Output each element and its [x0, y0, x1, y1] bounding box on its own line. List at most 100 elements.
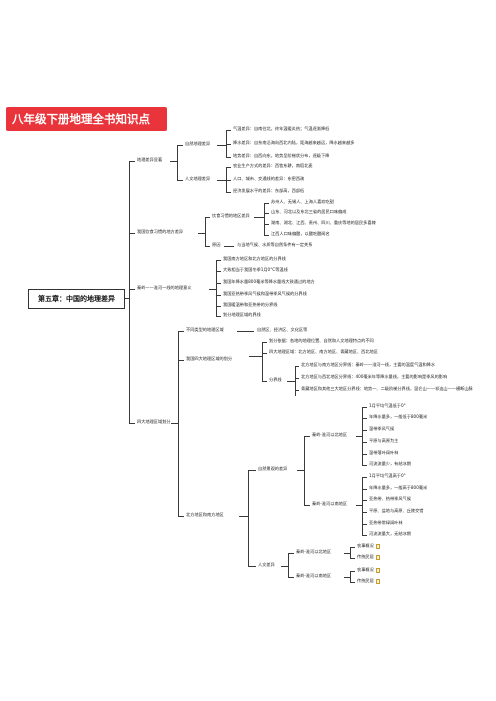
leaf: 降水差异：自东南沿海向西北内陆，距海越来越远，降水越来越多 — [233, 140, 355, 145]
connector — [226, 130, 231, 131]
connector — [170, 161, 177, 162]
connector — [281, 566, 288, 567]
connector — [295, 378, 299, 379]
connector — [262, 353, 267, 354]
connector — [129, 161, 130, 423]
mindmap-root: 第五章：中国的地理差异 — [28, 289, 125, 309]
connector — [129, 423, 135, 424]
connector — [249, 356, 262, 357]
leaf: 与当地气候、水质等自然条件有一定关系 — [237, 242, 313, 247]
leaf: 年降水量多，一般高于800毫米 — [369, 485, 428, 490]
connector — [295, 390, 299, 391]
connector — [248, 470, 256, 471]
leaf: 温带季风气候 — [369, 426, 395, 431]
leaf: 苏州人、无锡人、上海人喜欢吃甜 — [271, 199, 334, 204]
connector — [205, 217, 210, 218]
node-four-region-division: 我国四大地理区域的划分 — [186, 356, 233, 361]
connector — [362, 442, 367, 443]
leaf-label: 传统民居 — [357, 578, 374, 583]
connector — [262, 356, 263, 382]
connector — [350, 547, 351, 559]
connector — [362, 418, 367, 419]
connector — [129, 161, 135, 162]
connector — [350, 558, 355, 559]
connector — [264, 203, 265, 236]
connector — [264, 235, 269, 236]
connector — [239, 516, 248, 517]
node-natural-landscape: 自然景观的差异 — [258, 466, 288, 471]
connector — [216, 306, 221, 307]
node-boundary: 分界线 — [269, 377, 282, 382]
connector — [287, 381, 295, 382]
connector — [295, 366, 296, 396]
leaf: 我国亚热带季风气候和温带季风气候的分界线 — [223, 291, 307, 296]
leaf: 1月平均气温低于0° — [369, 403, 406, 408]
connector — [288, 577, 294, 578]
connector — [224, 246, 234, 247]
connector — [254, 217, 264, 218]
connector — [288, 553, 294, 554]
node-north-south: 北方地区和南方地区 — [186, 512, 224, 517]
connector — [178, 516, 184, 517]
node-south-human: 秦岭-淮河以南地区 — [296, 573, 332, 578]
connector — [129, 289, 135, 290]
connector — [216, 283, 221, 284]
document-icon — [375, 567, 380, 573]
leaf: 平原与高原为主 — [369, 438, 399, 443]
connector — [129, 233, 135, 234]
connector — [362, 407, 363, 466]
connector — [177, 145, 183, 146]
connector — [216, 271, 221, 272]
branch-geo-difference: 地理差异显著 — [137, 157, 163, 162]
connector — [226, 144, 231, 145]
document-icon — [375, 543, 380, 549]
connector — [216, 260, 217, 317]
page-title: 八年级下册地理全书知识点 — [6, 107, 167, 131]
leaf-farming: 农事概况 — [356, 567, 381, 573]
connector — [262, 381, 267, 382]
connector — [362, 524, 367, 525]
connector — [304, 436, 310, 437]
connector — [362, 477, 367, 478]
leaf: 河流流量少，有结冰期 — [369, 461, 411, 466]
connector — [362, 512, 367, 513]
node-south-region: 秦岭-淮河以南地区 — [312, 501, 348, 506]
leaf: 农业生产方式的差异：西牧东耕，南稻北麦 — [233, 163, 313, 168]
leaf: 亚热带、热带季风气候 — [369, 496, 411, 501]
connector — [262, 342, 267, 343]
leaf: 北方地区与南方地区分界线：秦岭——淮河一线，主要的温度气温和降水 — [301, 362, 436, 367]
connector — [178, 360, 184, 361]
leaf: 亚热带常绿阔叶林 — [369, 520, 403, 525]
connector — [125, 298, 129, 299]
document-icon — [375, 578, 380, 584]
connector — [216, 316, 221, 317]
node-reason: 原因 — [212, 242, 221, 247]
connector — [178, 331, 184, 332]
connector — [344, 553, 350, 554]
leaf-dwelling: 传统民居 — [356, 554, 381, 560]
leaf-farming: 农事概况 — [356, 543, 381, 549]
connector — [177, 145, 178, 181]
node-diet-regional: 饮食习惯的地区差异 — [212, 213, 250, 218]
leaf: 江西人口味偏酸，以酸吃酸闻名 — [271, 231, 330, 236]
leaf: 河流流量大，无结冰期 — [369, 531, 411, 536]
connector — [248, 470, 249, 566]
connector — [304, 436, 305, 505]
connector — [362, 407, 367, 408]
leaf-dwelling: 传统民居 — [356, 578, 381, 584]
leaf: 山东、河北以及东北三省的居民口味偏咸 — [271, 209, 347, 214]
connector — [226, 167, 231, 168]
node-natural-diff: 自然地理差异 — [185, 141, 211, 146]
connector — [350, 547, 355, 548]
connector — [264, 213, 269, 214]
document-icon — [375, 554, 380, 560]
leaf: 北方地区与西北地区分界线：400毫米年等降水量线，主要的影响是季风的影响 — [301, 374, 448, 379]
connector — [362, 500, 367, 501]
connector — [264, 224, 269, 225]
connector — [205, 217, 206, 247]
connector — [362, 535, 367, 536]
connector — [209, 289, 216, 290]
leaf: 1月平均气温高于0° — [369, 473, 406, 478]
connector — [216, 295, 221, 296]
connector — [178, 331, 179, 516]
